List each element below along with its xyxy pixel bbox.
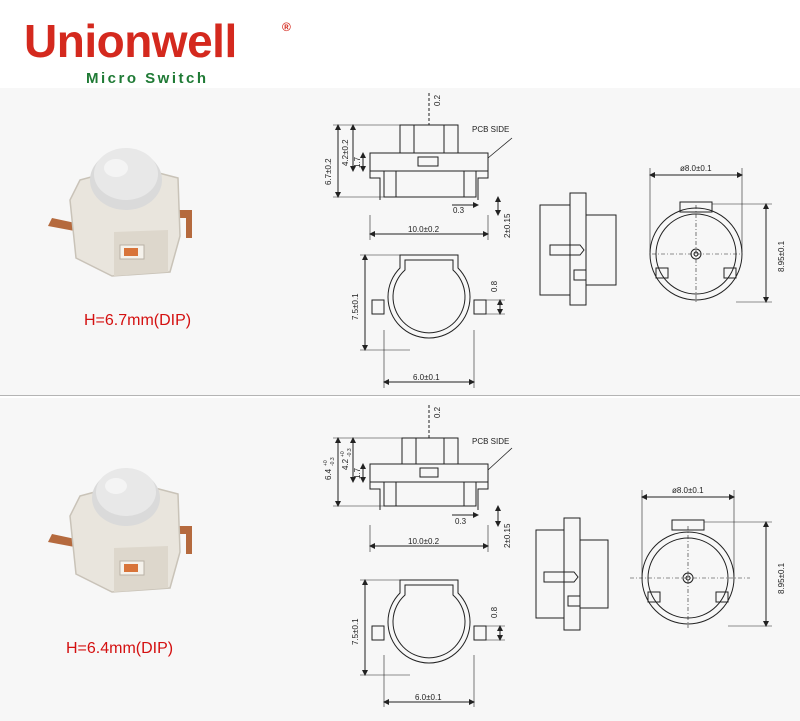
dim-pin-offset: 0.3	[455, 517, 467, 526]
footprint-view-6-4	[360, 579, 505, 707]
dim-diameter: ø8.0±0.1	[672, 486, 704, 495]
dim-pin-offset: 0.3	[453, 206, 465, 215]
brand-logo: Unionwell	[24, 15, 237, 67]
top-view-6-4	[630, 490, 772, 628]
dim-footprint-width: 6.0±0.1	[413, 373, 440, 382]
footprint-view-6-7	[360, 254, 505, 388]
profile-view-6-4	[535, 517, 609, 631]
profile-view-6-7	[539, 192, 617, 306]
dim-total-height-tol-minus: -0.3	[330, 457, 336, 466]
variant-caption-6-4: H=6.4mm(DIP)	[66, 640, 174, 657]
side-view-6-4	[333, 405, 513, 552]
dim-outline-height: 8.95±0.1	[777, 240, 786, 272]
top-view-6-7	[649, 168, 772, 303]
top-view-labels-6-7: ø8.0±0.1 8.95±0.1	[680, 164, 786, 272]
dim-body-height-tol-plus: +0	[340, 451, 346, 457]
dim-pin-length: 2±0.15	[503, 213, 512, 238]
dim-pin-length: 2±0.15	[503, 523, 512, 548]
dim-footprint-height: 7.5±0.1	[351, 618, 360, 645]
pcb-side-label: PCB SIDE	[472, 437, 509, 446]
dim-overall-width: 10.0±0.2	[408, 537, 440, 546]
variant-caption-6-7: H=6.7mm(DIP)	[84, 312, 192, 329]
switch-photo-6-4	[48, 468, 192, 593]
switch-photo-illustration	[48, 148, 192, 277]
dim-top-clearance: 0.2	[433, 406, 442, 418]
brand-header: Unionwell ® Micro Switch	[0, 0, 800, 88]
top-view-labels-6-4: ø8.0±0.1 8.95±0.1	[672, 486, 786, 594]
dim-slot-width: 0.8	[490, 280, 499, 292]
dim-outline-height: 8.95±0.1	[777, 562, 786, 594]
dim-footprint-width: 6.0±0.1	[415, 693, 442, 702]
dim-slot-width: 0.8	[490, 606, 499, 618]
dim-body-height: 4.2	[341, 458, 350, 470]
panel-divider	[0, 395, 800, 396]
side-view-labels-6-4: 0.2 6.4 +0 -0.3 4.2 +0 -0.3 1.7 PCB SIDE…	[323, 406, 512, 548]
dim-overall-width: 10.0±0.2	[408, 225, 440, 234]
dim-step-height: 1.7	[353, 467, 362, 479]
switch-photo-illustration	[48, 468, 192, 593]
side-view-6-7	[333, 93, 513, 240]
dim-footprint-height: 7.5±0.1	[351, 293, 360, 320]
footprint-labels-6-7: 7.5±0.1 0.8 6.0±0.1	[351, 280, 499, 382]
dim-total-height: 6.7±0.2	[324, 158, 333, 185]
switch-photo-6-7	[48, 148, 192, 277]
dim-total-height: 6.4	[324, 468, 333, 480]
registered-mark: ®	[282, 20, 291, 34]
side-view-labels-6-7: 0.2 6.7±0.2 4.2±0.2 1.7 PCB SIDE 0.3 2±0…	[324, 94, 512, 238]
dim-total-height-tol-plus: +0	[323, 460, 329, 466]
dim-diameter: ø8.0±0.1	[680, 164, 712, 173]
pcb-side-label: PCB SIDE	[472, 125, 509, 134]
brand-tagline: Micro Switch	[86, 70, 209, 87]
dim-top-clearance: 0.2	[433, 94, 442, 106]
dim-step-height: 1.7	[353, 156, 362, 168]
footprint-labels-6-4: 7.5±0.1 0.8 6.0±0.1	[351, 606, 499, 702]
dim-body-height-tol-minus: -0.3	[347, 448, 353, 457]
dim-body-height: 4.2±0.2	[341, 139, 350, 166]
